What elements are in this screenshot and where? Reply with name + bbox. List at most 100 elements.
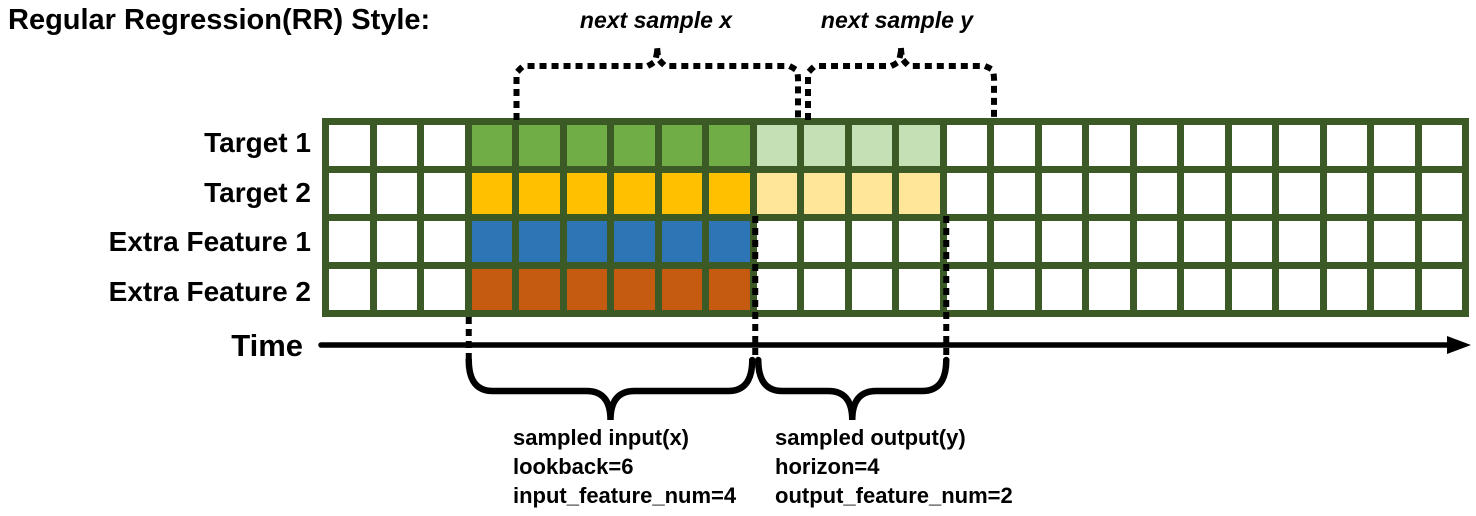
grid-cell: [376, 221, 417, 262]
grid-cell: [946, 173, 987, 214]
grid-cell: [899, 269, 940, 310]
sampled-output-note: sampled output(y) horizon=4 output_featu…: [775, 423, 1013, 510]
grid-cell: [1421, 173, 1462, 214]
grid-cell: [566, 125, 607, 166]
grid-cell: [994, 173, 1035, 214]
grid-cell: [1041, 125, 1082, 166]
grid-cell: [851, 173, 892, 214]
grid-cell: [614, 269, 655, 310]
grid-cell: [946, 269, 987, 310]
next-sample-y-label: next sample y: [820, 7, 974, 33]
grid-cell: [1184, 173, 1225, 214]
grid-cell: [471, 125, 512, 166]
grid-cell: [566, 173, 607, 214]
grid-cell: [1184, 221, 1225, 262]
grid-cell: [329, 173, 370, 214]
grid-cell: [329, 221, 370, 262]
grid-cell: [756, 125, 797, 166]
grid-cell: [424, 269, 465, 310]
grid-cell: [471, 221, 512, 262]
grid-cell: [376, 173, 417, 214]
grid-cell: [899, 125, 940, 166]
sampled-output-brace: [755, 356, 950, 421]
grid-cell: [946, 221, 987, 262]
sampled-input-brace: [465, 356, 756, 421]
grid-cell: [756, 221, 797, 262]
time-arrowhead: [1447, 336, 1471, 354]
grid-cell: [1089, 125, 1130, 166]
grid-cell: [804, 125, 845, 166]
grid-cell: [661, 173, 702, 214]
grid-cell: [1279, 125, 1320, 166]
grid-cell: [424, 173, 465, 214]
row-label-target-2: Target 2: [204, 176, 311, 208]
sampled-output-line: sampled output(y): [775, 425, 966, 450]
grid-cell: [1041, 221, 1082, 262]
grid-cell: [1184, 125, 1225, 166]
grid-cell: [519, 173, 560, 214]
horizon-line: horizon=4: [775, 454, 880, 479]
grid-cell: [994, 221, 1035, 262]
grid-cell: [661, 269, 702, 310]
grid-cell: [1136, 173, 1177, 214]
grid-cell: [1089, 221, 1130, 262]
grid-cell: [899, 221, 940, 262]
next-sample-y-brace: [805, 46, 997, 120]
grid-cell: [1421, 221, 1462, 262]
grid-cell: [1326, 125, 1367, 166]
grid-cell: [756, 269, 797, 310]
grid-cell: [471, 269, 512, 310]
grid-cell: [1136, 221, 1177, 262]
grid-cell: [1136, 125, 1177, 166]
grid-cell: [1184, 269, 1225, 310]
grid-cell: [1374, 221, 1415, 262]
grid-cell: [851, 125, 892, 166]
next-sample-x-brace: [513, 46, 801, 120]
grid-cell: [1279, 221, 1320, 262]
row-label-extra-feature-2: Extra Feature 2: [108, 276, 311, 308]
grid-cell: [1326, 269, 1367, 310]
grid-cell: [1279, 173, 1320, 214]
row-label-target-1: Target 1: [204, 126, 311, 158]
grid-cell: [376, 269, 417, 310]
grid-cell: [994, 125, 1035, 166]
grid-cell: [1421, 125, 1462, 166]
grid-cell: [1136, 269, 1177, 310]
grid-cell: [946, 125, 987, 166]
grid-cell: [424, 125, 465, 166]
grid-cell: [1231, 221, 1272, 262]
grid-cell: [851, 269, 892, 310]
grid-cell: [376, 125, 417, 166]
grid-cell: [1421, 269, 1462, 310]
grid-cell: [1374, 269, 1415, 310]
grid-cell: [1374, 125, 1415, 166]
grid-cell: [1089, 269, 1130, 310]
grid-cell: [1231, 173, 1272, 214]
grid-cell: [614, 221, 655, 262]
grid-cell: [756, 173, 797, 214]
grid-cell: [566, 221, 607, 262]
grid-cell: [1231, 125, 1272, 166]
grid-cell: [519, 221, 560, 262]
grid-cell: [1041, 173, 1082, 214]
grid-cell: [1326, 221, 1367, 262]
grid-cell: [804, 221, 845, 262]
input-feature-num-line: input_feature_num=4: [513, 483, 737, 508]
sampled-input-note: sampled input(x) lookback=6 input_featur…: [513, 423, 736, 510]
grid-cell: [471, 173, 512, 214]
grid-cell: [1374, 173, 1415, 214]
grid-cell: [329, 269, 370, 310]
grid-cell: [1279, 269, 1320, 310]
grid-cell: [661, 221, 702, 262]
grid-cell: [519, 125, 560, 166]
grid-cell: [899, 173, 940, 214]
grid-cell: [424, 221, 465, 262]
grid-cell: [329, 125, 370, 166]
row-label-extra-feature-1: Extra Feature 1: [108, 226, 311, 258]
grid-cell: [804, 173, 845, 214]
grid-cell: [709, 125, 750, 166]
lookback-line: lookback=6: [513, 454, 634, 479]
grid-cell: [566, 269, 607, 310]
diagram-title: Regular Regression(RR) Style:: [8, 4, 431, 36]
